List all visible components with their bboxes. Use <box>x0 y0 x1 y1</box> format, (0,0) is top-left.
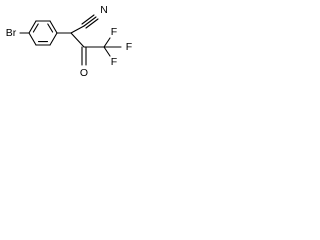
nitrogen-atom-label: N <box>100 4 108 16</box>
ch-nitrile-bond <box>70 25 85 34</box>
ring-bond-4 <box>28 20 37 34</box>
benzene-ring <box>28 20 58 46</box>
ring-double-bond-inner-1 <box>47 23 54 33</box>
ring-bond-5 <box>28 32 37 46</box>
carbon-fluorine-bond-top <box>103 37 111 48</box>
ring-bond-2 <box>49 20 58 34</box>
fluorine-atom-label-bottom: F <box>111 56 117 68</box>
nitrile-triple-bond <box>81 14 99 29</box>
ch-carbonyl-bond <box>70 32 85 48</box>
bromine-atom-label: Br <box>6 27 17 39</box>
ring-bond-1 <box>49 32 58 46</box>
ring-double-bond-inner-2 <box>32 23 39 33</box>
oxygen-atom-label: O <box>80 67 88 79</box>
chemical-structure: Br N O F F F <box>6 4 132 79</box>
carbonyl-double-bond <box>81 46 87 66</box>
fluorine-atom-label-top: F <box>111 26 117 38</box>
carbon-fluorine-bond-bottom <box>103 46 111 57</box>
fluorine-atom-label-right: F <box>126 41 132 53</box>
